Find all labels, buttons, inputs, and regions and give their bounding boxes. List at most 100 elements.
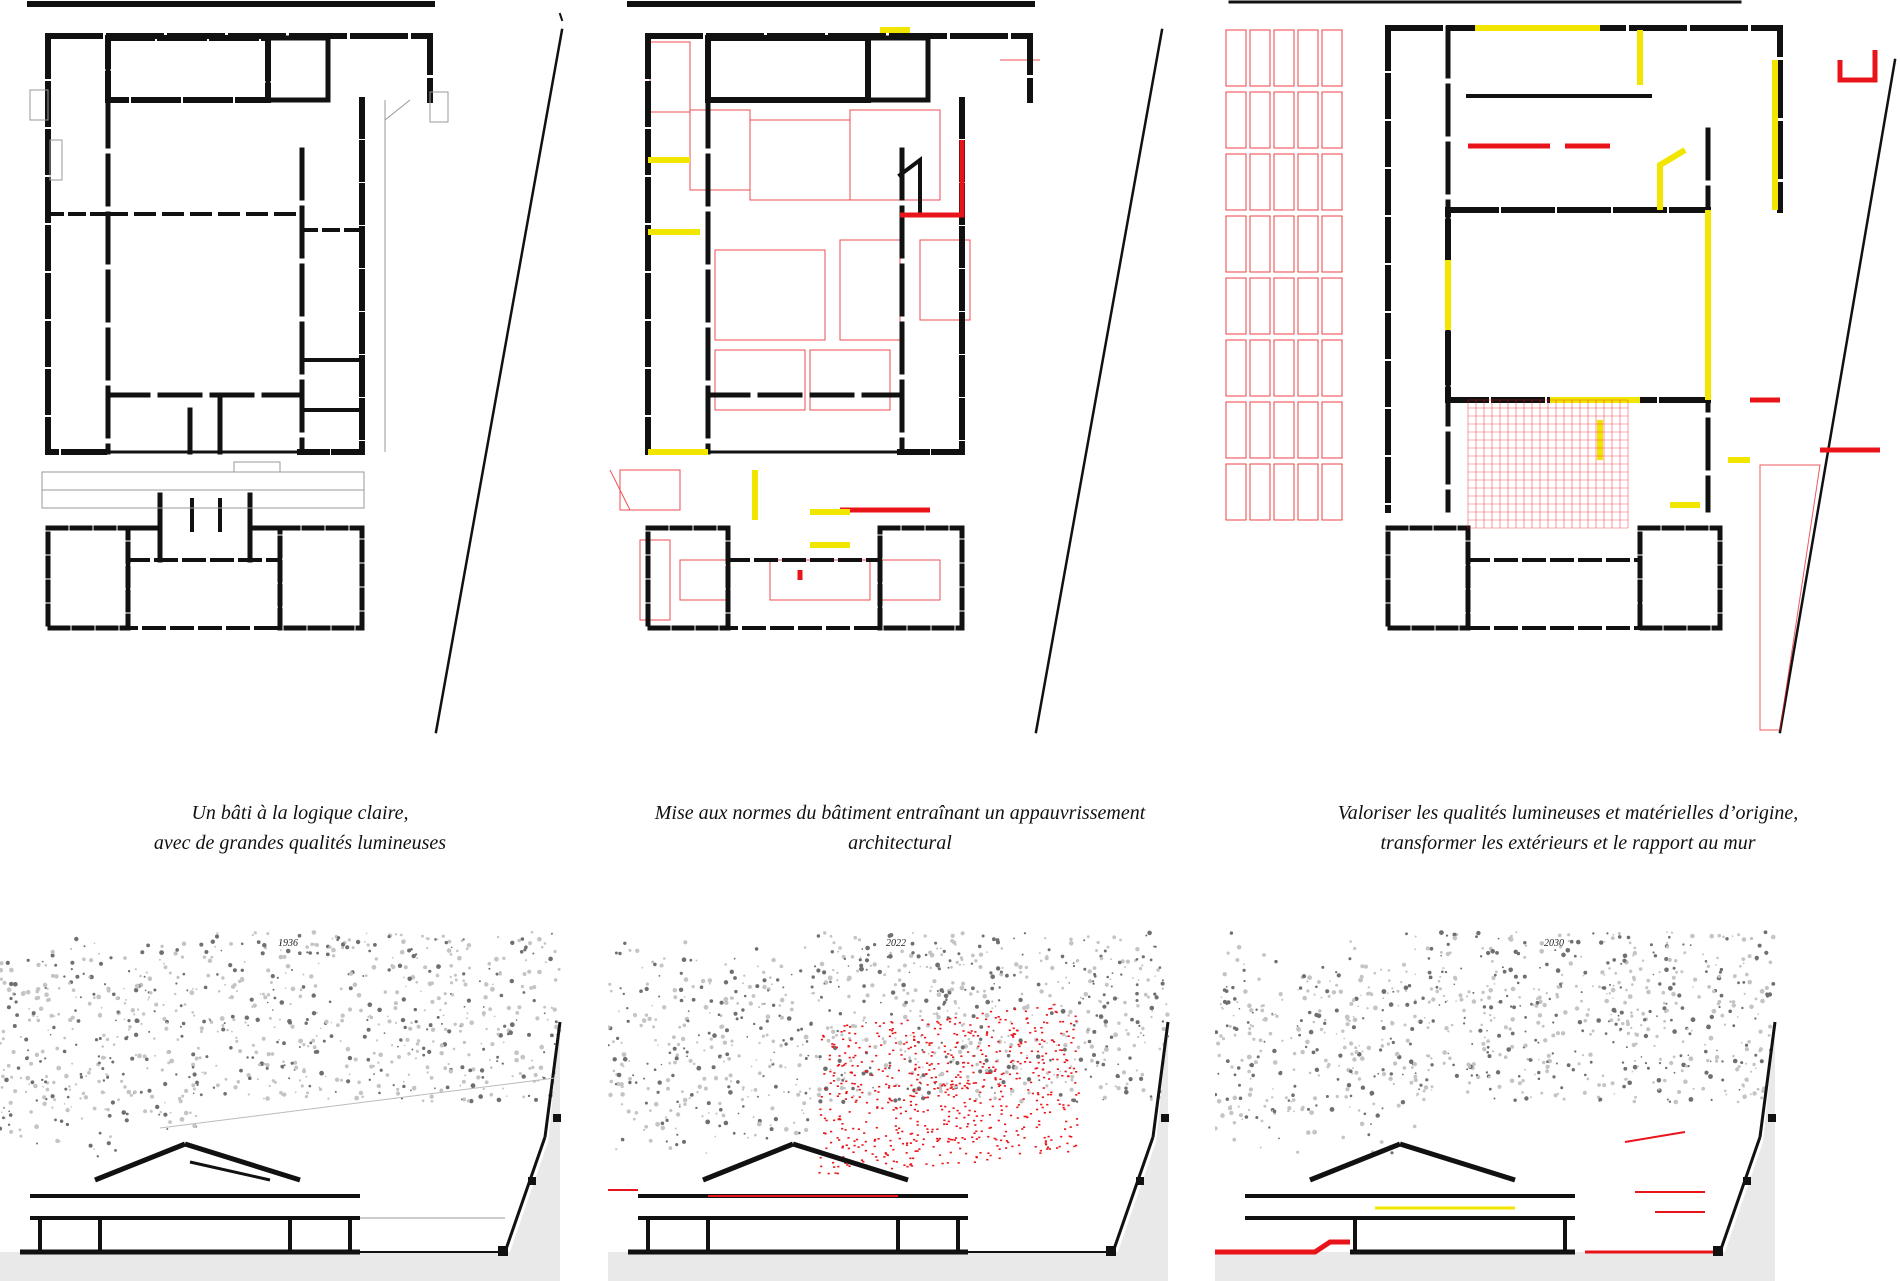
tree-dot (830, 1025, 833, 1029)
red-dot (897, 1069, 900, 1072)
red-dot (877, 1035, 881, 1038)
tree-dot (1388, 1076, 1393, 1081)
tree-dot (801, 1043, 804, 1046)
tree-dot (359, 1008, 363, 1013)
red-dot (1035, 1099, 1038, 1102)
tree-dot (1641, 959, 1645, 962)
tree-dot (1375, 1113, 1380, 1118)
red-dot (1074, 1015, 1077, 1018)
tree-dot (1115, 1034, 1118, 1037)
caption-2022: Mise aux normes du bâtiment entraînant u… (600, 798, 1200, 858)
red-dot (962, 1066, 965, 1068)
red-dot (941, 1162, 944, 1165)
tree-dot (68, 981, 71, 985)
red-dot (1063, 1053, 1066, 1056)
tree-dot (1765, 992, 1769, 996)
tree-dot (950, 933, 955, 938)
tree-dot (1039, 989, 1044, 994)
tree-dot (70, 1106, 73, 1108)
tree-dot (615, 1148, 618, 1151)
tree-dot (927, 1052, 930, 1055)
tree-dot (229, 1046, 233, 1050)
tree-dot (457, 955, 462, 961)
tree-dot (743, 974, 746, 977)
tree-dot (160, 944, 164, 948)
tree-dot (1749, 1004, 1754, 1010)
tree-dot (784, 993, 787, 997)
tree-dot (94, 1038, 99, 1042)
tree-dot (658, 995, 661, 998)
tree-dot (1272, 1048, 1277, 1054)
tree-dot (779, 1043, 783, 1048)
red-dot (1050, 1091, 1053, 1094)
red-dot (915, 1140, 918, 1142)
tree-dot (1049, 1011, 1054, 1015)
red-dot (962, 1030, 965, 1032)
tree-dot (125, 998, 128, 1001)
tree-dot (1764, 950, 1769, 955)
tree-dot (843, 957, 847, 961)
tree-dot (50, 1094, 55, 1099)
red-dot (1067, 1150, 1070, 1153)
tree-dot (1379, 1048, 1383, 1052)
tree-dot (1471, 1062, 1476, 1067)
tree-dot (1314, 1067, 1320, 1072)
tree-dot (1666, 1098, 1669, 1101)
tree-dot (1222, 972, 1227, 977)
tree-dot (1764, 985, 1769, 991)
tree-dot (796, 1078, 799, 1081)
tree-dot (1413, 1074, 1418, 1079)
tree-dot (1508, 1027, 1512, 1031)
red-dot (895, 1129, 898, 1131)
red-dot (975, 1130, 978, 1133)
red-dot (922, 1051, 925, 1053)
red-dot (943, 1045, 946, 1047)
red-dot (916, 1078, 919, 1081)
tree-dot (19, 1134, 23, 1138)
red-dot (1041, 1106, 1044, 1109)
tree-dot (261, 1036, 266, 1041)
red-dot (922, 1111, 925, 1113)
tree-dot (655, 1121, 660, 1127)
tree-dot (1505, 994, 1509, 998)
tree-dot (1139, 1076, 1144, 1081)
tree-dot (653, 1101, 659, 1107)
tree-dot (1509, 1078, 1515, 1084)
red-dot (952, 1096, 955, 1098)
red-dot (909, 1142, 912, 1144)
tree-dot (1617, 1014, 1620, 1017)
tree-dot (103, 1056, 106, 1060)
tree-dot (27, 1049, 30, 1052)
red-dot (833, 1119, 836, 1122)
tree-dot (990, 974, 995, 979)
red-dot (952, 1107, 955, 1109)
tree-dot (1252, 1011, 1254, 1014)
tree-dot (1645, 986, 1649, 990)
red-dot (877, 1091, 880, 1093)
tree-dot (471, 1067, 476, 1072)
tree-dot (1124, 1012, 1128, 1017)
tree-dot (1524, 1030, 1527, 1033)
tree-dot (407, 976, 413, 982)
tree-dot (29, 1110, 33, 1114)
tree-dot (1427, 970, 1432, 975)
red-dot (986, 1158, 989, 1161)
tree-dot (1089, 1044, 1095, 1049)
red-dot (946, 1070, 949, 1073)
tree-dot (1759, 1059, 1764, 1064)
red-dot (913, 1095, 916, 1098)
tree-dot (688, 1058, 693, 1063)
tree-dot (70, 968, 73, 971)
tree-dot (692, 1062, 696, 1066)
tree-dot (951, 1058, 954, 1061)
tree-dot (13, 1089, 18, 1094)
tree-dot (837, 1058, 842, 1063)
tree-dot (1498, 1053, 1502, 1057)
tree-dot (1362, 1017, 1365, 1020)
tree-dot (702, 1076, 707, 1081)
tree-dot (1092, 1029, 1097, 1034)
tree-dot (143, 975, 146, 978)
tree-dot (1335, 971, 1338, 974)
tree-dot (1513, 1098, 1517, 1102)
red-dot (985, 1032, 989, 1034)
